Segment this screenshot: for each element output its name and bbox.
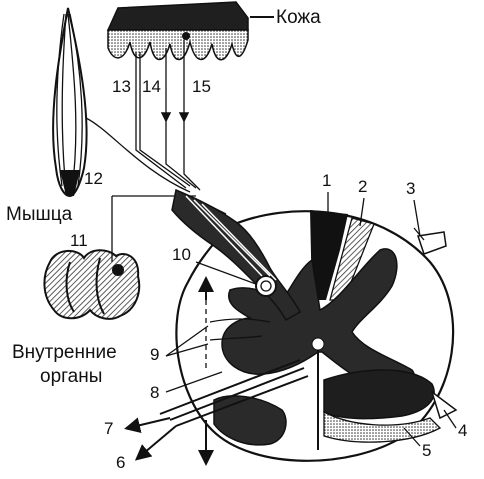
label-13: 13 (112, 77, 131, 96)
label-8: 8 (150, 383, 159, 402)
spinal-cord-section (175, 210, 458, 462)
label-15: 15 (192, 77, 211, 96)
label-4: 4 (458, 421, 467, 440)
label-14: 14 (142, 77, 161, 96)
skin-block (106, 1, 274, 61)
label-12: 12 (84, 169, 103, 188)
ventral-root-fibers (124, 276, 309, 466)
label-9: 9 (150, 345, 159, 364)
label-6: 6 (116, 453, 125, 472)
organs-label-line2: органы (40, 366, 102, 387)
muscle-label: Мышца (6, 204, 73, 225)
organs-label-line1: Внутренние (12, 342, 117, 363)
label-10: 10 (172, 245, 191, 264)
label-1: 1 (322, 171, 331, 190)
label-3: 3 (406, 179, 415, 198)
label-11: 11 (70, 231, 88, 250)
label-2: 2 (358, 177, 367, 196)
dorsal-root-ganglion (171, 188, 301, 322)
label-5: 5 (422, 441, 431, 460)
muscle (52, 7, 191, 198)
skin-sensory-fibers (135, 40, 201, 191)
label-7: 7 (104, 419, 113, 438)
skin-label: Кожа (276, 7, 321, 28)
